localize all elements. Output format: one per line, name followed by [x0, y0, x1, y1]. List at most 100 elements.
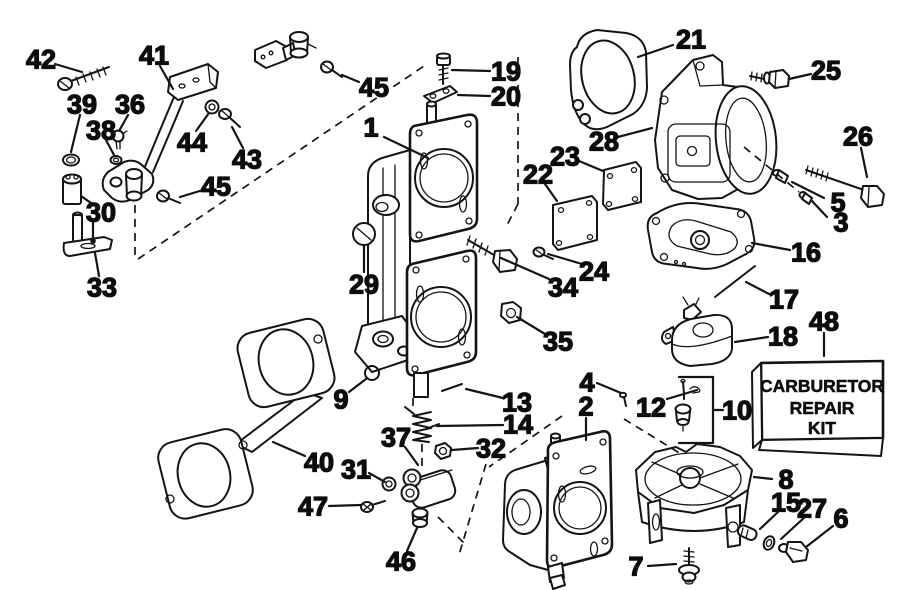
part-20-plate — [423, 85, 458, 104]
callout-19-leader — [450, 68, 492, 73]
callout-15: 15 — [771, 488, 801, 518]
callout-18: 18 — [768, 322, 798, 352]
callout-15-leader — [758, 509, 781, 531]
callout-32-leader — [450, 446, 480, 452]
part-10-needle-seat — [674, 403, 692, 432]
part-1-carburetor-body — [354, 100, 479, 398]
part-19-screw — [436, 52, 451, 85]
part-26-bolt — [805, 165, 885, 208]
part-15-plug — [736, 524, 758, 541]
part-42-throttle-screw — [57, 66, 110, 91]
callout-27: 27 — [797, 494, 827, 524]
callout-20-leader — [456, 93, 492, 98]
callout-46-leader — [405, 526, 419, 553]
callout-39-leader — [69, 113, 82, 154]
callout-2: 2 — [578, 392, 593, 422]
part-23-plate — [602, 161, 642, 211]
part-22-plate — [552, 195, 598, 251]
callout-23-leader — [577, 159, 605, 173]
part-6-bolt — [778, 541, 809, 563]
callout-25-leader — [787, 72, 813, 81]
alignment-dash-line — [488, 415, 563, 468]
alignment-dash-line — [437, 516, 465, 544]
callout-21: 21 — [676, 25, 706, 55]
callout-3: 3 — [833, 208, 848, 238]
alignment-dash-line — [743, 146, 800, 193]
callout-20: 20 — [491, 82, 521, 112]
part-14-spring — [404, 406, 440, 443]
callout-31: 31 — [341, 455, 371, 485]
part-36-nut — [108, 129, 128, 150]
callout-33-leader — [93, 251, 101, 278]
callout-44: 44 — [177, 128, 207, 158]
callout-5-leader — [790, 180, 826, 200]
callout-7-leader — [646, 562, 678, 568]
alignment-dash-line — [137, 63, 428, 260]
callout-33: 33 — [87, 273, 117, 303]
part-30-spacer — [62, 173, 82, 205]
part-45a-screw — [156, 189, 181, 204]
callout-45-leader — [178, 188, 205, 199]
part-28-cover — [654, 54, 778, 200]
callout-19: 19 — [491, 57, 521, 87]
callout-31-leader — [367, 471, 387, 484]
part-31-washer — [381, 476, 397, 492]
repair-kit-text-line-3: KIT — [808, 418, 837, 438]
callout-34: 34 — [548, 273, 578, 303]
part-37-cam-follower — [400, 468, 457, 509]
callout-27-leader — [779, 514, 808, 541]
part-13-pin — [441, 383, 463, 392]
part-cable-connector — [254, 31, 317, 69]
part-7-drain-screw — [678, 547, 700, 585]
alignment-dash-line — [623, 418, 682, 455]
callout-45-2: 45 — [359, 73, 389, 103]
callout-41: 41 — [139, 41, 169, 71]
callout-14-leader — [435, 423, 505, 428]
callout-26: 26 — [843, 122, 873, 152]
callout-40: 40 — [304, 448, 334, 478]
callout-12: 12 — [636, 393, 666, 423]
callout-22-leader — [543, 182, 559, 203]
part-43-screw — [218, 108, 241, 128]
callout-13-leader — [464, 387, 505, 400]
callout-5: 5 — [830, 188, 845, 218]
callout-26-leader — [859, 146, 869, 179]
callout-16: 16 — [791, 238, 821, 268]
part-17-float-pin — [714, 265, 756, 298]
callout-14: 14 — [503, 410, 533, 440]
callout-16-leader — [750, 241, 792, 252]
part-38-washer — [109, 155, 123, 165]
callout-13: 13 — [502, 388, 532, 418]
part-24-screw — [532, 246, 554, 260]
callout-38-leader — [104, 138, 116, 157]
callout-36-leader — [117, 113, 130, 133]
callout-36: 36 — [115, 90, 145, 120]
callout-47-leader — [327, 503, 363, 508]
callout-4: 4 — [579, 368, 594, 398]
part-25-bolt — [749, 69, 790, 89]
alignment-dash-line — [505, 203, 519, 228]
callout-3-leader — [810, 199, 829, 219]
callout-24: 24 — [579, 257, 609, 287]
part-29-plug — [352, 222, 376, 246]
callout-1-leader — [382, 135, 430, 160]
part-32-nut — [434, 442, 452, 460]
part-16-diaphragm — [646, 202, 756, 270]
callout-45: 45 — [201, 172, 231, 202]
part-27-washer — [762, 535, 776, 551]
callout-22: 22 — [523, 160, 553, 190]
callout-37-leader — [403, 445, 420, 467]
callout-40-leader — [271, 440, 307, 458]
callout-39: 39 — [67, 90, 97, 120]
callout-43: 43 — [232, 145, 262, 175]
callout-37: 37 — [381, 423, 411, 453]
part-39-washer — [62, 153, 80, 167]
repair-kit-text-line-1: CARBURETOR — [760, 376, 884, 396]
callout-47: 47 — [298, 492, 328, 522]
callout-17-leader — [744, 280, 773, 297]
callout-43-leader — [230, 125, 245, 150]
part-44-washer — [204, 99, 220, 115]
part-47-screw — [360, 500, 386, 513]
callout-30-dot — [90, 238, 96, 244]
